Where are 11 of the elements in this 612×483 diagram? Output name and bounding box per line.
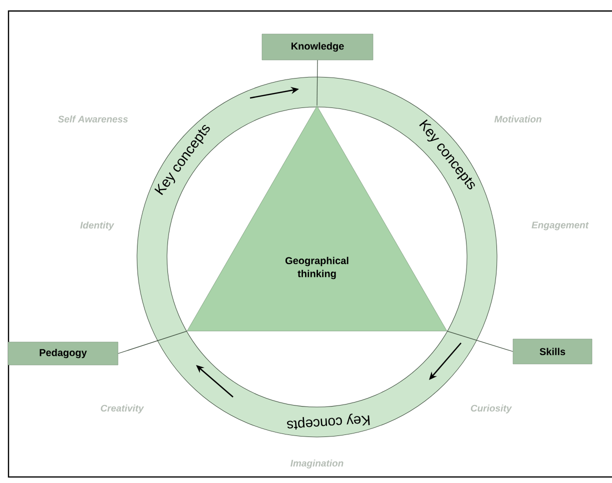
ring-label: Key concepts <box>287 414 370 430</box>
side-label: Motivation <box>494 116 542 122</box>
side-label: Identity <box>80 222 114 230</box>
side-label: Curiosity <box>470 404 512 414</box>
label-box: Skills <box>512 338 592 364</box>
label-box: Pedagogy <box>8 342 118 366</box>
side-label: Self Awareness <box>58 116 128 122</box>
side-label: Creativity <box>100 404 144 414</box>
side-label: Engagement <box>532 222 589 230</box>
label-box: Knowledge <box>262 34 374 60</box>
side-label: Imagination <box>290 460 344 468</box>
